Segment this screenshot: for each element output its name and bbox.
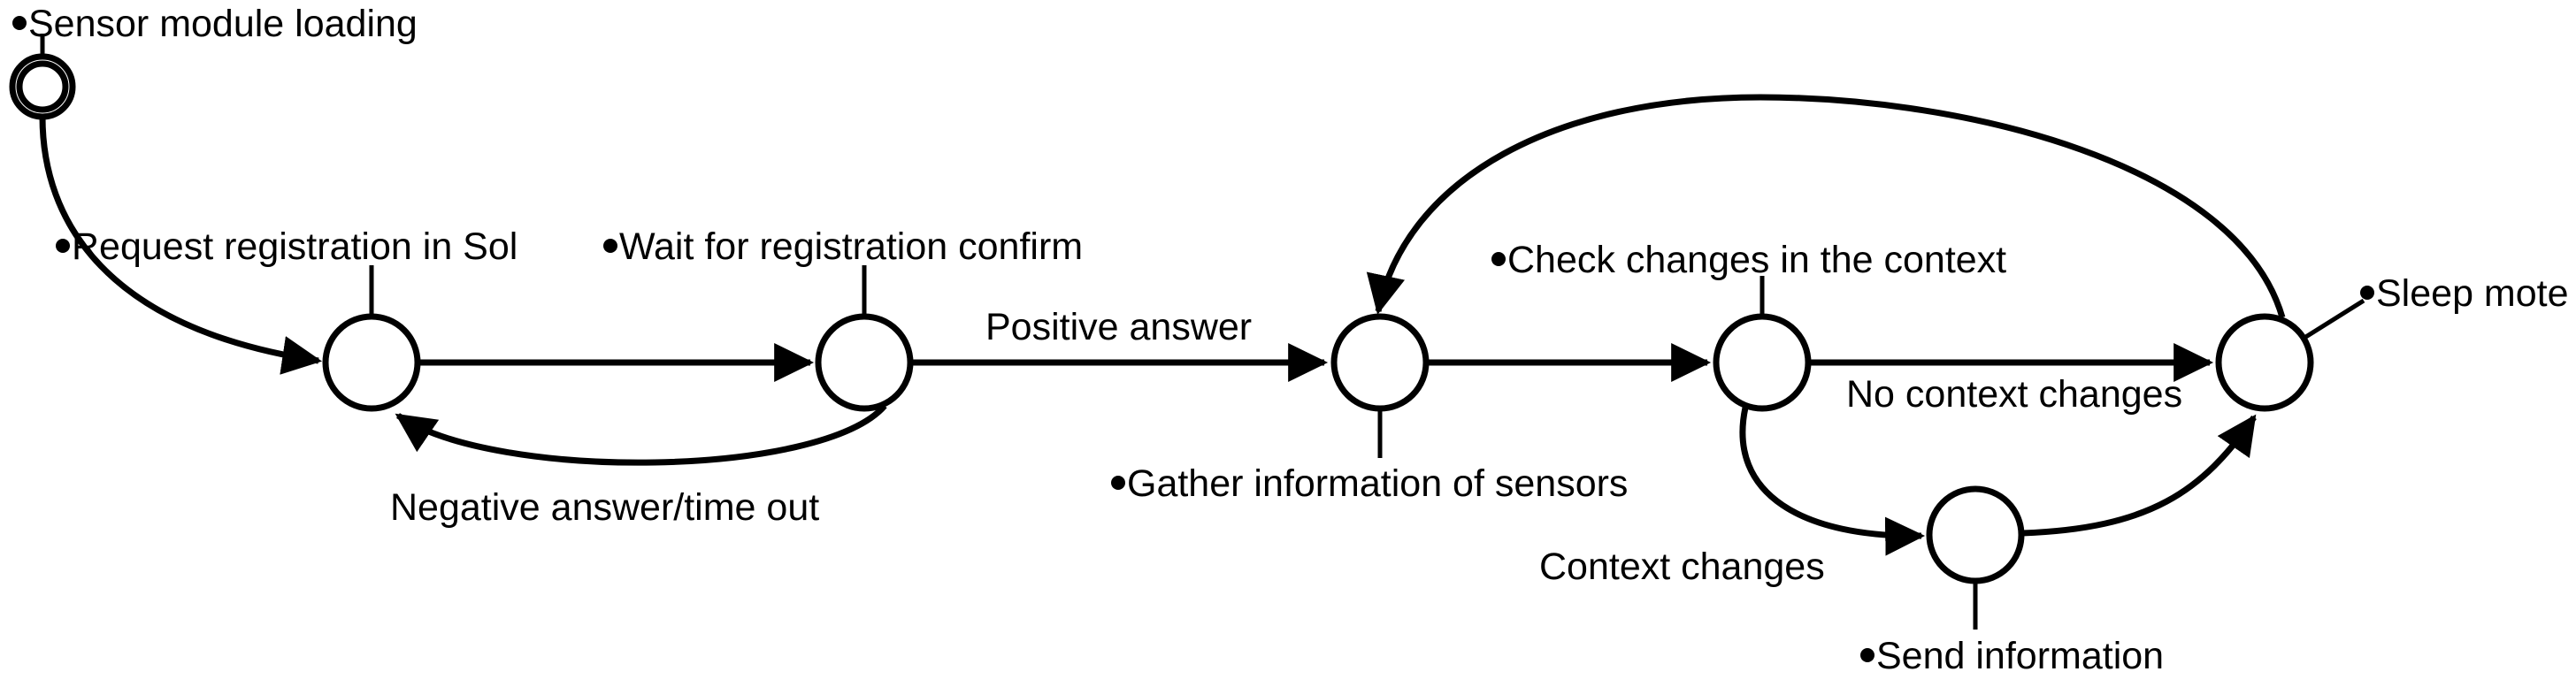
state-label-text: Send information (1876, 635, 2164, 677)
bullet-icon (603, 239, 617, 253)
bullet-icon (12, 16, 27, 30)
state-label-text: Gather information of sensors (1127, 462, 1628, 505)
state-node-wait-registration-confirm[interactable] (815, 313, 914, 412)
state-label-text: Wait for registration confirm (619, 225, 1083, 268)
bullet-icon (1860, 648, 1874, 662)
bullet-icon (1491, 252, 1506, 266)
state-label-text: Sleep mote (2376, 272, 2569, 315)
state-node-send-information[interactable] (1926, 485, 2025, 584)
state-label-send-information: Send information (1860, 635, 2164, 677)
state-label-sensor-module-loading: Sensor module loading (12, 3, 418, 45)
transition-label-no-context-changes: No context changes (1846, 373, 2182, 416)
transition-label-context-changes: Context changes (1539, 546, 1825, 588)
state-label-sleep-mote: Sleep mote (2360, 272, 2569, 315)
state-label-text: Check changes in the context (1507, 239, 2006, 281)
state-node-request-registration[interactable] (322, 313, 421, 412)
initial-state-node[interactable] (9, 53, 76, 120)
state-label-text: Sensor module loading (28, 3, 418, 45)
transition-check-to-send-contextchange (1739, 407, 1926, 556)
bullet-icon (2360, 286, 2374, 300)
state-node-gather-information[interactable] (1330, 313, 1430, 412)
transition-label-negative-answer-time-out: Negative answer/time out (390, 486, 819, 529)
leader-line-sleep-mote (2303, 298, 2365, 340)
state-label-text: Request registration in Sol (72, 225, 518, 268)
state-node-check-changes[interactable] (1713, 313, 1812, 412)
state-label-request-registration-in-sol: Request registration in Sol (56, 225, 518, 268)
state-label-check-changes-in-the-context: Check changes in the context (1491, 239, 2006, 281)
transition-wait-to-request-negative (395, 403, 887, 466)
state-label-wait-for-registration-confirm: Wait for registration confirm (603, 225, 1083, 268)
transition-initial-to-request (39, 116, 323, 375)
transition-label-positive-answer: Positive answer (985, 306, 1252, 348)
bullet-icon (1111, 476, 1125, 490)
transition-sleep-to-gather-loop (1366, 94, 2286, 318)
state-label-gather-information-of-sensors: Gather information of sensors (1111, 462, 1628, 505)
transition-send-to-sleep (2020, 414, 2257, 537)
state-node-sleep-mote[interactable] (2215, 313, 2314, 412)
bullet-icon (56, 239, 70, 253)
